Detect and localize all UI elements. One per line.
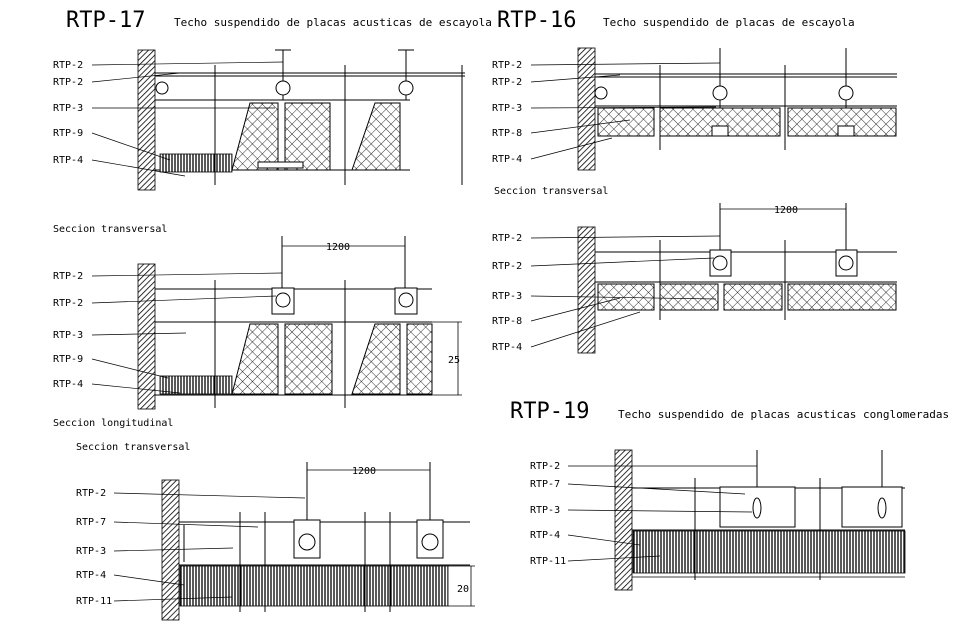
rtp17-dim-25: 25 [448,355,460,366]
label: RTP-2 [492,233,522,244]
rtp17b-labels: RTP-2 RTP-7 RTP-3 RTP-4 RTP-11 [76,488,112,607]
rtp17-top-labels: RTP-2 RTP-2 RTP-3 RTP-9 RTP-4 [53,60,83,166]
label: RTP-8 [492,316,522,327]
rtp19-title: Techo suspendido de placas acusticas con… [618,408,949,421]
rtp16-detail: RTP-16 Techo suspendido de placas de esc… [492,8,897,354]
rtp17-title: Techo suspendido de placas acusticas de … [174,16,492,29]
rtp16-code: RTP-16 [497,8,576,33]
label: RTP-4 [53,155,83,166]
wall-hatch [137,49,156,191]
label: RTP-2 [492,60,522,71]
rtp16-mid-labels: RTP-2 RTP-2 RTP-3 RTP-8 RTP-4 [492,233,522,353]
rtp17b-dim-20: 20 [457,584,469,595]
rtp16-section: Seccion transversal [494,186,608,197]
label: RTP-2 [492,261,522,272]
label: RTP-3 [492,291,522,302]
rtp17b-dim-1200: 1200 [352,466,376,477]
label: RTP-2 [53,271,83,282]
rtp19-code: RTP-19 [510,399,589,424]
label: RTP-4 [530,530,560,541]
label: RTP-2 [53,60,83,71]
label: RTP-11 [76,596,112,607]
label: RTP-7 [530,479,560,490]
label: RTP-4 [492,342,522,353]
rtp19-detail: RTP-19 Techo suspendido de placas acusti… [510,399,949,591]
rtp17-bottom-detail: Seccion transversal 1200 20 RTP-2 RTP-7 … [76,442,475,621]
label: RTP-4 [53,379,83,390]
rtp17-section2: Seccion longitudinal [53,418,173,429]
rtp17b-section: Seccion transversal [76,442,190,453]
label: RTP-11 [530,556,566,567]
rtp16-top-labels: RTP-2 RTP-2 RTP-3 RTP-8 RTP-4 [492,60,522,165]
label: RTP-2 [53,77,83,88]
label: RTP-2 [76,488,106,499]
label: RTP-2 [530,461,560,472]
rtp17-section1: Seccion transversal [53,224,167,235]
rtp17-detail: RTP-17 Techo suspendido de placas acusti… [53,8,492,429]
label: RTP-8 [492,128,522,139]
label: RTP-2 [53,298,83,309]
label: RTP-7 [76,517,106,528]
label: RTP-3 [76,546,106,557]
label: RTP-4 [492,154,522,165]
rtp16-dim-1200: 1200 [774,205,798,216]
label: RTP-3 [530,505,560,516]
rtp17-code: RTP-17 [66,8,145,33]
label: RTP-4 [76,570,106,581]
rtp17-dim-1200: 1200 [326,242,350,253]
rtp16-title: Techo suspendido de placas de escayola [603,16,855,29]
rtp19-labels: RTP-2 RTP-7 RTP-3 RTP-4 RTP-11 [530,461,566,567]
label: RTP-2 [492,77,522,88]
rtp17-mid-labels: RTP-2 RTP-2 RTP-3 RTP-9 RTP-4 [53,271,83,390]
label: RTP-3 [492,103,522,114]
label: RTP-9 [53,128,83,139]
label: RTP-3 [53,103,83,114]
label: RTP-3 [53,330,83,341]
label: RTP-9 [53,354,83,365]
